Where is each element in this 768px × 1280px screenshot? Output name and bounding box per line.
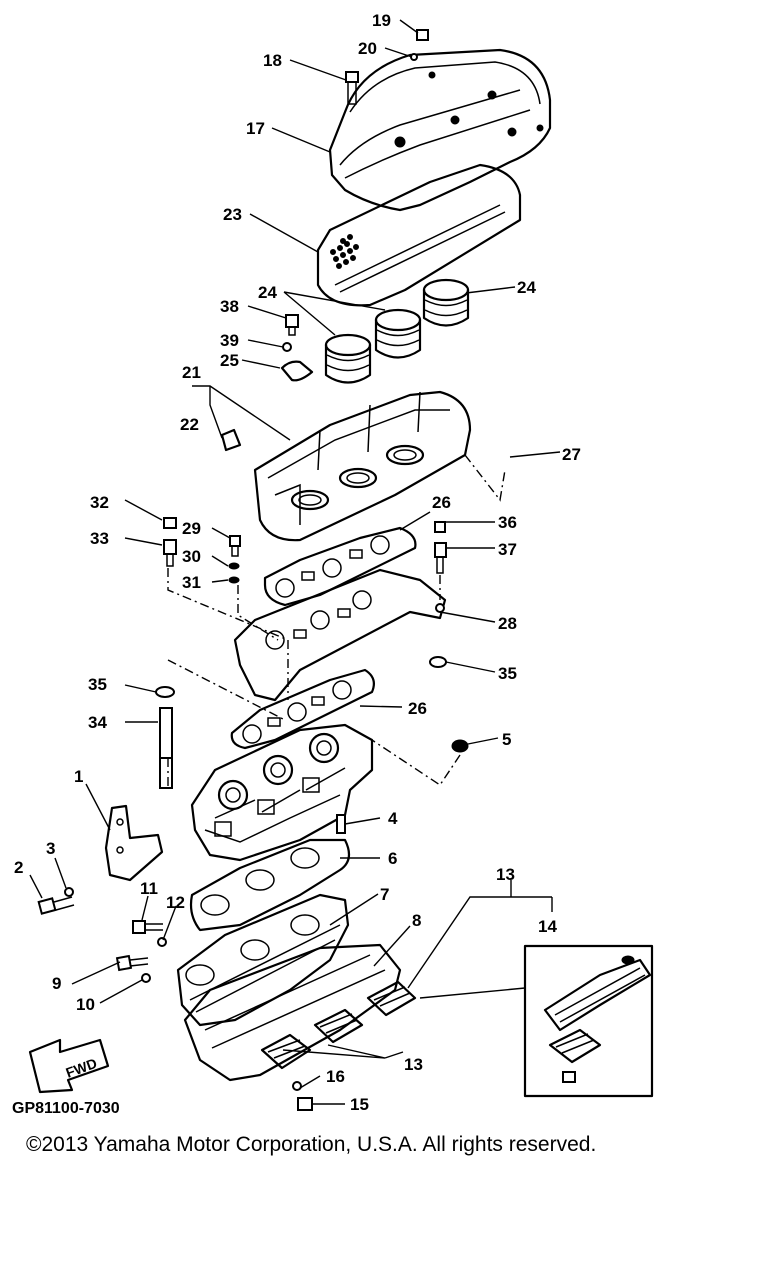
callout-30: 30 xyxy=(182,547,201,566)
callout-35-right: 35 xyxy=(498,664,517,683)
reed-valve-housing xyxy=(176,893,350,1027)
callout-24-left: 24 xyxy=(258,283,277,302)
callout-38: 38 xyxy=(220,297,239,316)
callout-7: 7 xyxy=(380,885,389,904)
callout-39: 39 xyxy=(220,331,239,350)
callout-1: 1 xyxy=(74,767,83,786)
callout-13-bottom: 13 xyxy=(404,1055,423,1074)
reed-valve-inset xyxy=(523,944,654,1098)
callout-6: 6 xyxy=(388,849,397,868)
callout-33: 33 xyxy=(90,529,109,548)
reed-block xyxy=(183,943,417,1082)
studs-and-nuts xyxy=(155,517,447,789)
lower-gasket xyxy=(230,668,375,750)
clip-bracket xyxy=(280,314,314,382)
callout-13-top: 13 xyxy=(496,865,515,884)
fwd-arrow: FWD xyxy=(28,1038,110,1094)
callout-11: 11 xyxy=(140,879,158,898)
housing-bolts xyxy=(115,920,313,1111)
fwd-label: FWD xyxy=(64,1055,99,1081)
callout-25: 25 xyxy=(220,351,239,370)
callout-27: 27 xyxy=(562,445,581,464)
callout-26-upper: 26 xyxy=(432,493,451,512)
callout-32: 32 xyxy=(90,493,109,512)
callout-4: 4 xyxy=(388,809,398,828)
callout-10: 10 xyxy=(76,995,95,1014)
callout-20: 20 xyxy=(358,39,377,58)
callout-21: 21 xyxy=(182,363,201,382)
callout-24-right: 24 xyxy=(517,278,536,297)
callout-14: 14 xyxy=(538,917,557,936)
callout-15: 15 xyxy=(350,1095,369,1114)
mount-bracket xyxy=(37,804,164,915)
callout-3: 3 xyxy=(46,839,55,858)
carburetor-assembly xyxy=(190,723,469,862)
callout-9: 9 xyxy=(52,974,61,993)
callout-36: 36 xyxy=(498,513,517,532)
leader-lines xyxy=(29,19,561,1105)
intake-cover xyxy=(328,48,552,212)
callout-28: 28 xyxy=(498,614,517,633)
alignment-lines xyxy=(167,454,506,790)
copyright-notice: ©2013 Yamaha Motor Corporation, U.S.A. A… xyxy=(26,1133,597,1156)
callout-23: 23 xyxy=(223,205,242,224)
diagram-code: GP81100-7030 xyxy=(12,1100,120,1117)
callout-34: 34 xyxy=(88,713,107,732)
callout-5: 5 xyxy=(502,730,511,749)
callout-19: 19 xyxy=(372,11,391,30)
callout-35-left: 35 xyxy=(88,675,107,694)
cover-plate xyxy=(316,163,522,307)
callout-29: 29 xyxy=(182,519,201,538)
airbox-housing xyxy=(220,390,472,542)
callout-26-lower: 26 xyxy=(408,699,427,718)
callout-12: 12 xyxy=(166,893,185,912)
callout-2: 2 xyxy=(14,858,23,877)
callout-16: 16 xyxy=(326,1067,345,1086)
callout-22: 22 xyxy=(180,415,199,434)
cover-bolts xyxy=(345,29,429,105)
callout-37: 37 xyxy=(498,540,517,559)
callout-17: 17 xyxy=(246,119,265,138)
callout-labels: 19 20 18 17 23 24 24 38 39 25 21 22 27 2… xyxy=(14,11,581,1114)
callout-31: 31 xyxy=(182,573,201,592)
intake-gasket xyxy=(189,838,351,932)
callout-18: 18 xyxy=(263,51,282,70)
intake-boots xyxy=(324,278,470,384)
callout-8: 8 xyxy=(412,911,421,930)
adapter-plate xyxy=(233,568,447,702)
